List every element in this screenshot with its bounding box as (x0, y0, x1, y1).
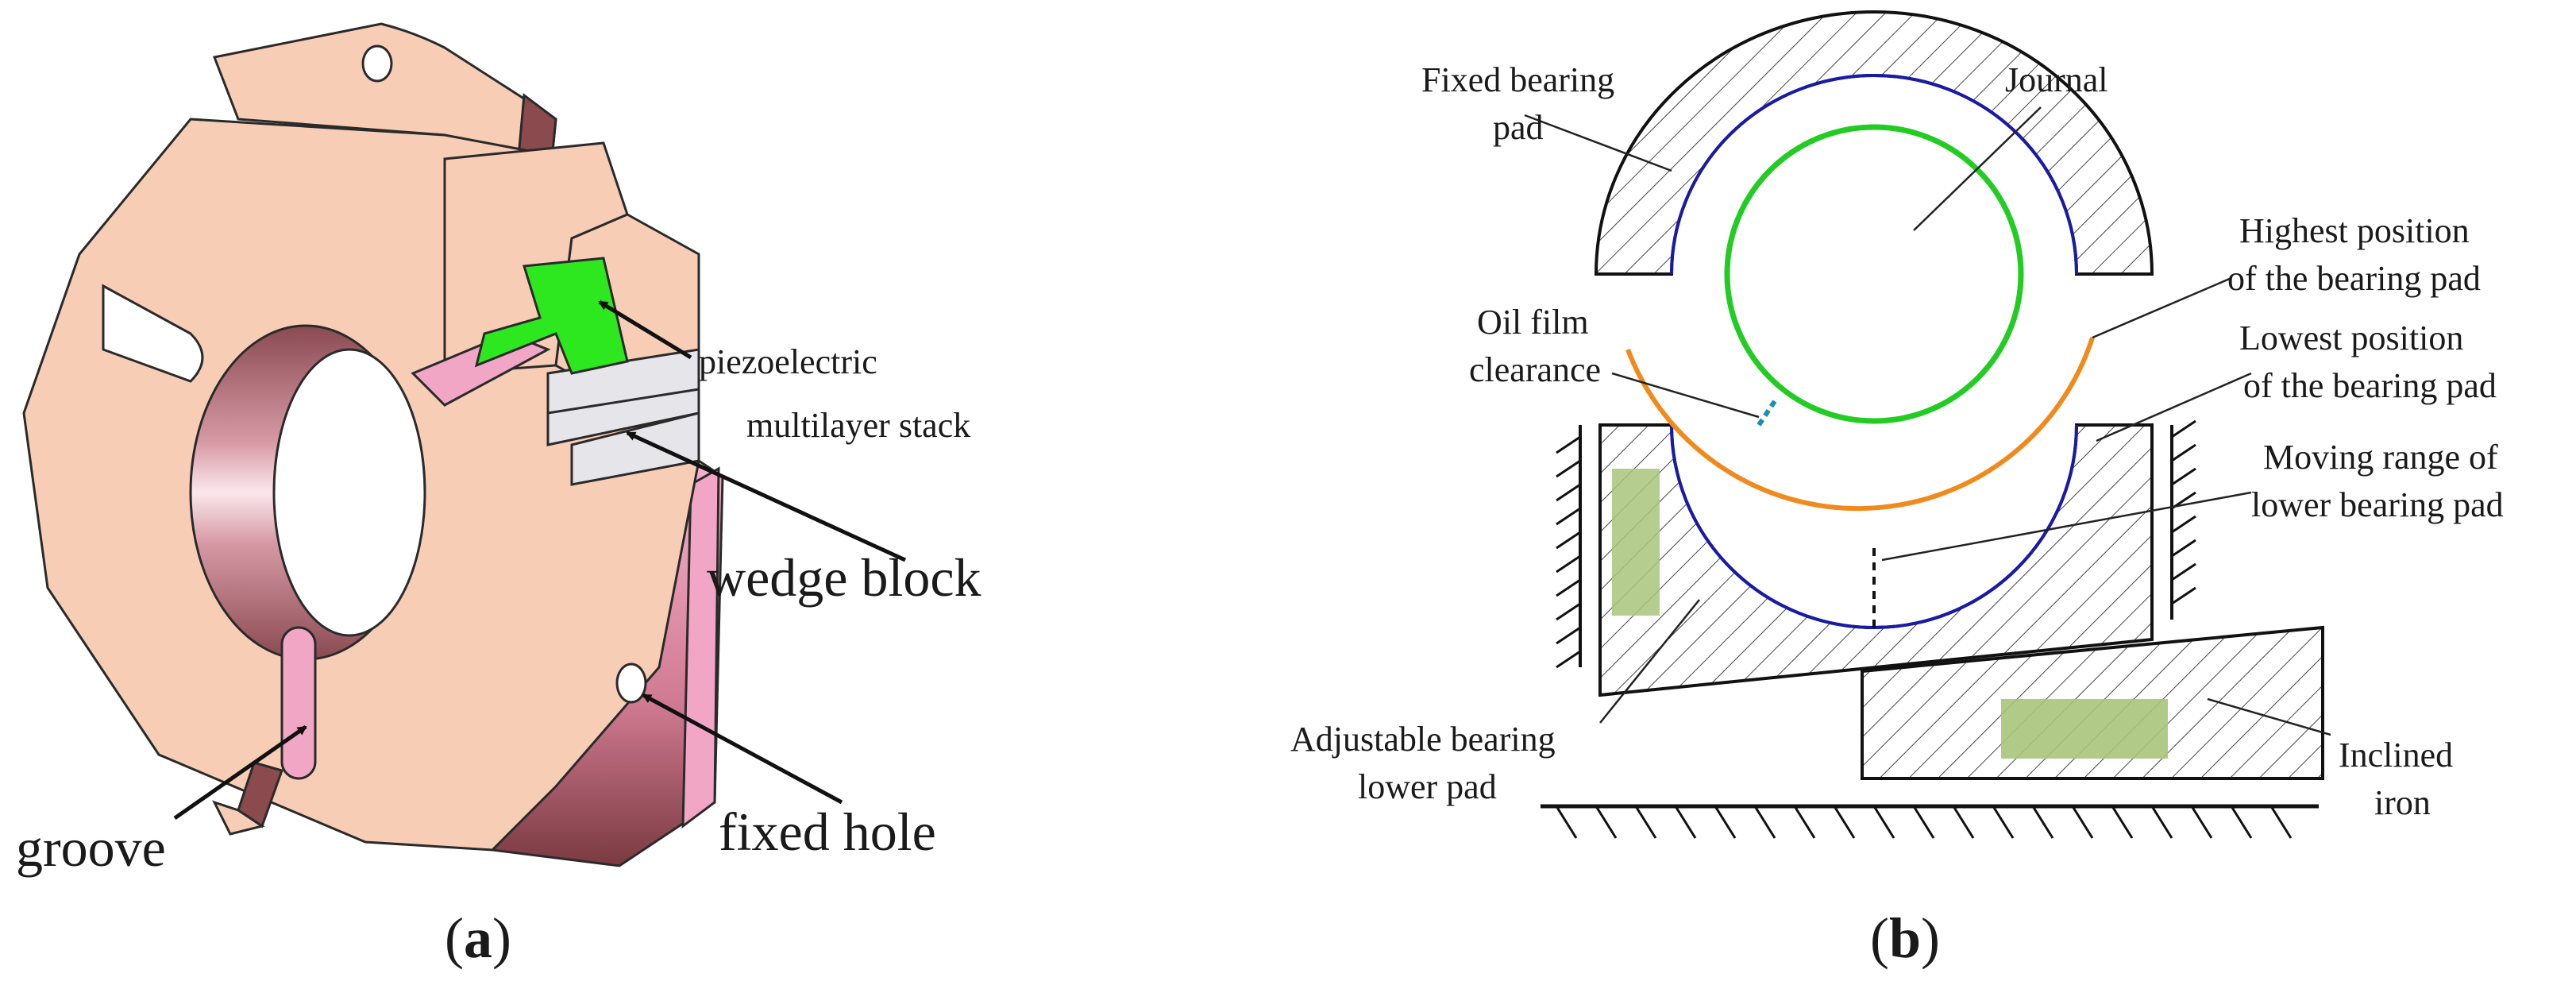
wedge-arrow (626, 431, 907, 562)
label-moving-1: Moving range of (2263, 438, 2498, 477)
caption-a: (a) (445, 906, 511, 970)
left-wall (1556, 425, 1582, 669)
leader-highest (2092, 276, 2232, 339)
leader-oil-film (1611, 372, 1760, 419)
piezo-arrow (598, 299, 692, 360)
label-fixed-hole: fixed hole (719, 802, 936, 862)
caption-b: (b) (1870, 906, 1940, 970)
panel-a: piezoelectric multilayer stack wedge blo… (16, 22, 981, 970)
top-hole-icon (361, 44, 393, 83)
panel-b: Fixed bearing pad Journal Highest positi… (1290, 10, 2504, 970)
groove-arrow (173, 724, 307, 821)
label-highest-1: Highest position (2239, 211, 2470, 250)
upper-blue-arc (1670, 74, 2078, 275)
ground (1541, 804, 2319, 839)
label-inclined-2: iron (2374, 783, 2431, 822)
caption-b-open: ( (1870, 906, 1889, 970)
right-wall (2170, 419, 2196, 620)
label-highest-2: of the bearing pad (2227, 259, 2481, 298)
caption-b-close: ) (1921, 906, 1940, 970)
label-adjustable-1: Adjustable bearing (1290, 720, 1556, 759)
fixed-hole-icon (615, 662, 647, 704)
panel-a-leaders (173, 299, 907, 821)
leader-adjustable (1599, 599, 1700, 724)
leader-moving-range (1881, 491, 2252, 562)
label-fixed-bearing-pad-2: pad (1493, 108, 1544, 147)
label-lowest-1: Lowest position (2239, 319, 2463, 357)
label-oil-film-1: Oil film (1477, 303, 1589, 342)
leader-journal (1913, 106, 2042, 231)
caption-a-close: ) (492, 906, 511, 970)
left-slot (102, 284, 204, 383)
highest-position-arc (1625, 337, 2095, 512)
label-adjustable-2: lower pad (1358, 767, 1497, 806)
fixed-hole-arrow (642, 693, 843, 805)
label-journal: Journal (2005, 60, 2108, 99)
groove-feature (280, 626, 317, 780)
leader-inclined (2207, 697, 2331, 736)
piezo-assembly (474, 257, 700, 486)
label-wedge-block: wedge block (707, 547, 981, 608)
oil-film-clearance-mark (1757, 400, 1777, 427)
lower-pad-green-block (1612, 469, 1660, 616)
label-oil-film-2: clearance (1469, 350, 1601, 389)
leader-lowest (2096, 372, 2252, 442)
label-piezo-line2: multilayer stack (746, 406, 970, 445)
caption-a-letter: a (464, 906, 492, 970)
label-piezo-line1: piezoelectric (699, 342, 877, 381)
inclined-iron-green-block (2001, 699, 2168, 759)
caption-a-open: ( (445, 906, 464, 970)
caption-b-letter: b (1889, 906, 1921, 970)
label-inclined-1: Inclined (2339, 736, 2453, 774)
bore-hole (189, 324, 426, 661)
wedge-block (474, 257, 629, 375)
panel-b-leaders (1524, 106, 2331, 736)
leader-fixed-pad (1524, 114, 1672, 172)
label-moving-2: lower bearing pad (2251, 485, 2504, 524)
journal-circle (1724, 124, 2024, 424)
label-fixed-bearing-pad-1: Fixed bearing (1421, 60, 1614, 99)
fixed-bearing-pad (1594, 10, 2154, 276)
label-lowest-2: of the bearing pad (2243, 366, 2497, 405)
label-groove: groove (16, 817, 166, 878)
